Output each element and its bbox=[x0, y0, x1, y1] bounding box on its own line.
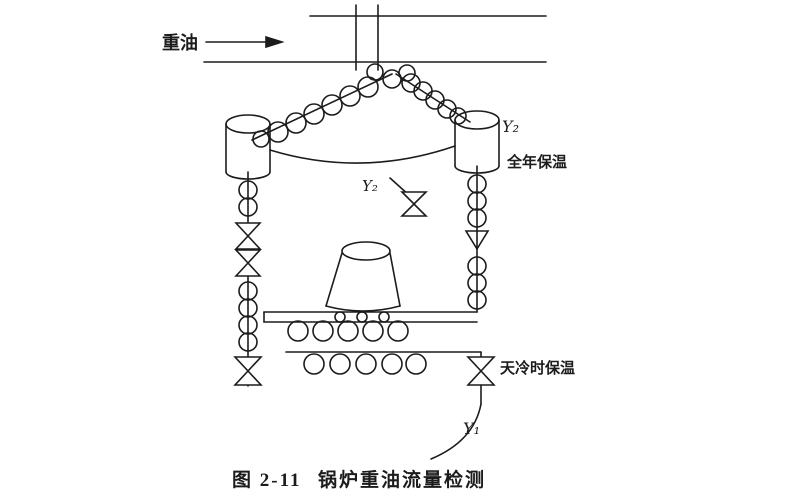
left-valve-1 bbox=[234, 222, 262, 238]
mid-valve bbox=[389, 177, 428, 217]
funnel-body bbox=[325, 241, 401, 312]
cold-weather-valve bbox=[466, 356, 496, 373]
y2-mid-label: Y₂ bbox=[362, 177, 378, 195]
sag-pipe bbox=[269, 145, 456, 164]
left-tank bbox=[225, 114, 271, 180]
diagram-labels: 重油 Y₂ 全年保温 Y₂ 天冷时保温 Y₁ 图 2-11 锅炉重油流量检测 bbox=[162, 32, 575, 491]
y2-top-label: Y₂ bbox=[502, 117, 519, 136]
year-round-insulation-label: 全年保温 bbox=[506, 153, 567, 171]
roof-coil-left bbox=[251, 63, 416, 148]
right-tank bbox=[454, 110, 500, 174]
diagram-linework bbox=[203, 4, 547, 460]
left-pipe bbox=[233, 171, 263, 387]
y1-label: Y₁ bbox=[463, 419, 480, 438]
coil-row-upper bbox=[287, 320, 409, 342]
fuel-inlet-label: 重油 bbox=[162, 32, 198, 53]
fuel-arrow-icon bbox=[205, 35, 285, 49]
bottom-curve bbox=[430, 403, 482, 460]
left-valve-2 bbox=[234, 249, 262, 265]
coil-row-lower bbox=[285, 351, 482, 375]
supply-pipes bbox=[203, 4, 547, 71]
left-bottom-valve bbox=[233, 356, 263, 373]
right-drop-leg bbox=[430, 351, 496, 460]
right-pipe bbox=[464, 165, 490, 313]
cold-weather-insulation-label: 天冷时保温 bbox=[500, 359, 575, 377]
figure-caption-number: 图 2-11 bbox=[232, 469, 302, 491]
roof-coil-right bbox=[395, 73, 471, 125]
figure-caption-title: 锅炉重油流量检测 bbox=[318, 468, 486, 491]
